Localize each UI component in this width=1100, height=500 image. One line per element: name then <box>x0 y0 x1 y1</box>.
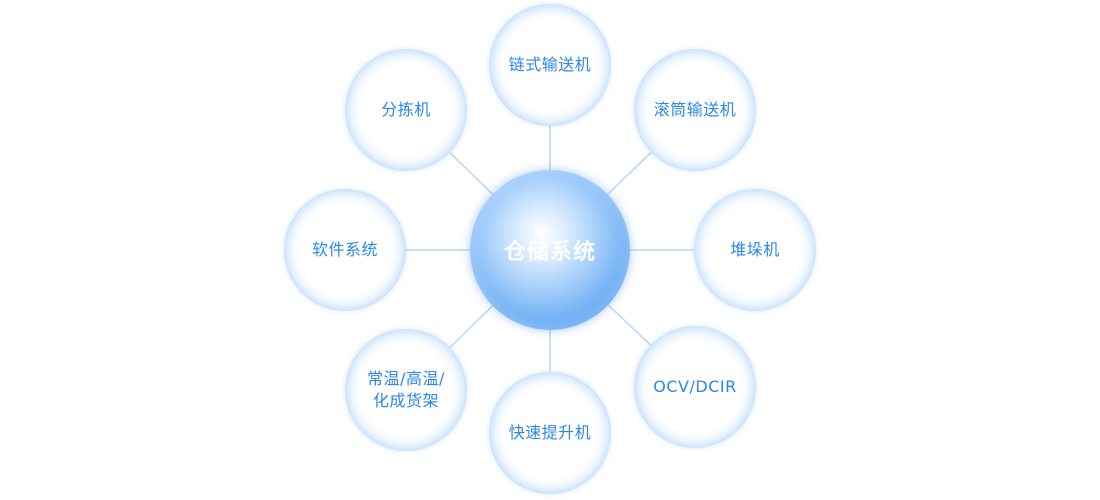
node-sorter: 分拣机 <box>345 49 467 171</box>
center-label: 仓储系统 <box>503 240 596 265</box>
node-label: OCV/DCIR <box>653 377 737 396</box>
node-label: 分拣机 <box>381 100 431 119</box>
node-racks: 常温/高温/ 化成货架 <box>345 329 467 451</box>
node-stacker-crane: 堆垛机 <box>694 189 816 311</box>
center-node-warehouse-system: 仓储系统 <box>470 170 630 330</box>
node-roller-conveyor: 滚筒输送机 <box>634 49 756 171</box>
node-label: 常温/高温/ 化成货架 <box>367 369 445 410</box>
node-chain-conveyor: 链式输送机 <box>489 4 611 126</box>
node-label: 快速提升机 <box>508 423 592 442</box>
node-label: 滚筒输送机 <box>653 100 737 119</box>
node-label: 软件系统 <box>311 240 378 259</box>
node-ocv-dcir: OCV/DCIR <box>634 326 756 448</box>
node-fast-lift: 快速提升机 <box>489 372 611 494</box>
node-software-system: 软件系统 <box>284 189 406 311</box>
node-label: 堆垛机 <box>730 240 780 259</box>
node-label: 链式输送机 <box>508 55 592 74</box>
